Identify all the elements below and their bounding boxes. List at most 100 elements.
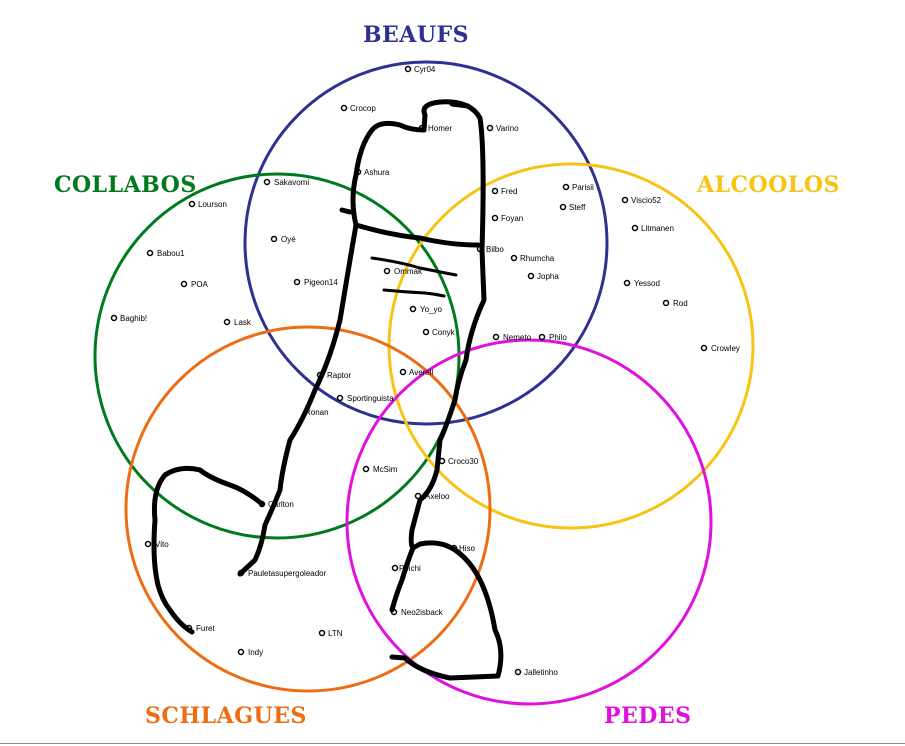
svg-text:McSim: McSim (373, 465, 398, 474)
svg-text:Rod: Rod (673, 299, 688, 308)
svg-text:Ronan: Ronan (305, 408, 329, 417)
circle-pedes (345, 338, 713, 706)
svg-text:Croco30: Croco30 (448, 457, 479, 466)
member-jalletinho: Jalletinho (514, 668, 558, 677)
svg-text:Jopha: Jopha (537, 272, 559, 281)
title-beaufs: BEAUFS (363, 22, 469, 48)
svg-text:Homer: Homer (428, 124, 452, 133)
member-pauletasupergoleador: Pauletasupergoleador (237, 569, 327, 578)
member-philo: Philo (538, 333, 567, 342)
svg-text:Viscio52: Viscio52 (631, 196, 662, 205)
member-baghib: Baghib! (110, 314, 147, 323)
member-indy: Indy (237, 648, 263, 657)
member-lourson: Lourson (188, 200, 227, 209)
circle-collabos (93, 172, 461, 540)
svg-text:Oyé: Oyé (281, 235, 296, 244)
svg-text:Philo: Philo (549, 333, 567, 342)
svg-text:Yo_yo: Yo_yo (420, 305, 443, 314)
svg-text:Parisii: Parisii (572, 183, 594, 192)
member-conyk: Conyk (422, 328, 456, 337)
member-crowley: Crowley (700, 344, 740, 353)
svg-text:Crowley: Crowley (711, 344, 740, 353)
member-rod: Rod (662, 299, 688, 308)
svg-text:Vito: Vito (155, 540, 169, 549)
svg-text:Bilbo: Bilbo (486, 245, 504, 254)
member-steff: Steff (559, 203, 586, 212)
circle-schlagues (124, 325, 492, 693)
member-rhumcha: Rhumcha (510, 254, 555, 263)
member-neo2isback: Neo2isback (390, 608, 444, 617)
svg-text:Neo2isback: Neo2isback (401, 608, 444, 617)
svg-text:Sportinguista: Sportinguista (347, 394, 394, 403)
svg-text:POA: POA (191, 280, 209, 289)
circle-beaufs (243, 60, 609, 426)
member-poa: POA (180, 280, 209, 289)
title-schlagues: SCHLAGUES (145, 703, 307, 729)
svg-text:Litmanen: Litmanen (641, 224, 674, 233)
member-nemeto: Nemeto (492, 333, 532, 342)
svg-text:Lask: Lask (234, 318, 252, 327)
title-collabos: COLLABOS (54, 172, 197, 198)
member-ommak: Ommak (383, 267, 423, 276)
member-sportinguista: Sportinguista (336, 394, 394, 403)
svg-text:Ashura: Ashura (364, 168, 390, 177)
member-lask: Lask (223, 318, 252, 327)
member-varino: Varino (486, 124, 519, 133)
svg-text:Indy: Indy (248, 648, 263, 657)
member-foyan: Foyan (491, 214, 523, 223)
svg-text:Hiso: Hiso (459, 544, 476, 553)
svg-text:Pauletasupergoleador: Pauletasupergoleador (248, 569, 327, 578)
svg-text:Averell: Averell (409, 368, 434, 377)
svg-text:Carlton: Carlton (268, 500, 294, 509)
svg-text:Furet: Furet (196, 624, 215, 633)
member-yo-yo: Yo_yo (409, 305, 443, 314)
svg-text:Babou1: Babou1 (157, 249, 185, 258)
svg-text:Steff: Steff (569, 203, 586, 212)
member-babou1: Babou1 (146, 249, 185, 258)
title-alcoolos: ALCOOLOS (696, 172, 840, 198)
member-jopha: Jopha (527, 272, 559, 281)
svg-text:Varino: Varino (496, 124, 519, 133)
svg-text:Crocop: Crocop (350, 104, 376, 113)
member-ashura: Ashura (354, 168, 390, 177)
member-croco30: Croco30 (438, 457, 479, 466)
svg-text:Ommak: Ommak (394, 267, 423, 276)
svg-text:Raptor: Raptor (327, 371, 351, 380)
svg-text:Jalletinho: Jalletinho (524, 668, 558, 677)
svg-text:Pigeon14: Pigeon14 (304, 278, 338, 287)
member-sakavomi: Sakavomi (263, 178, 309, 187)
svg-text:LTN: LTN (328, 629, 343, 638)
member-viscio52: Viscio52 (621, 196, 662, 205)
member-yessod: Yessod (623, 279, 660, 288)
member-oye: Oyé (270, 235, 296, 244)
svg-text:Fred: Fred (501, 187, 517, 196)
member-litmanen: Litmanen (631, 224, 674, 233)
member-vito: Vito (144, 540, 169, 549)
member-ltn: LTN (318, 629, 343, 638)
svg-text:Sakavomi: Sakavomi (274, 178, 309, 187)
svg-text:Rhumcha: Rhumcha (520, 254, 555, 263)
svg-text:Foyan: Foyan (501, 214, 523, 223)
hand-drawn-scribble (151, 99, 504, 681)
member-fred: Fred (491, 187, 517, 196)
svg-text:Cyr04: Cyr04 (414, 65, 436, 74)
svg-text:Baghib!: Baghib! (120, 314, 147, 323)
member-mcsim: McSim (362, 465, 398, 474)
title-pedes: PEDES (604, 703, 692, 729)
svg-text:Conyk: Conyk (432, 328, 456, 337)
svg-text:Nemeto: Nemeto (503, 333, 532, 342)
svg-text:Lourson: Lourson (198, 200, 227, 209)
member-crocop: Crocop (340, 104, 376, 113)
svg-text:Peichi: Peichi (399, 564, 421, 573)
member-pigeon14: Pigeon14 (293, 278, 338, 287)
member-cyr04: Cyr04 (404, 65, 436, 74)
svg-text:Axeloo: Axeloo (425, 492, 450, 501)
svg-text:Yessod: Yessod (634, 279, 660, 288)
member-peichi: Peichi (391, 564, 421, 573)
member-averell: Averell (399, 368, 434, 377)
member-parisii: Parisii (562, 183, 594, 192)
bottom-border (0, 743, 905, 744)
member-ronan: Ronan (305, 408, 329, 417)
